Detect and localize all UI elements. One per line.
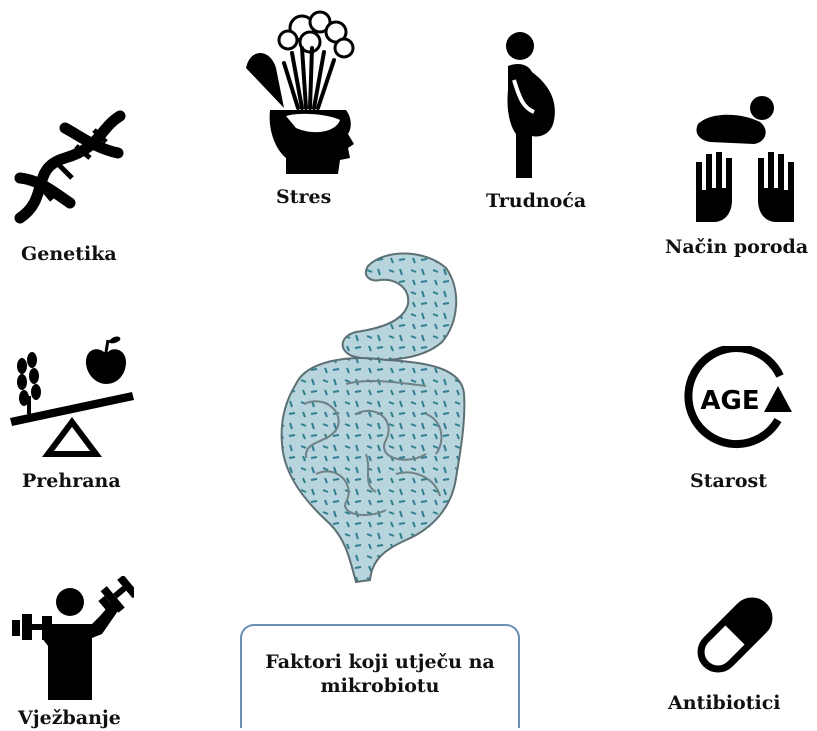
age-icon: AGE: [674, 346, 804, 454]
pregnancy-icon: [498, 30, 568, 180]
nacin-poroda-label: Način poroda: [665, 236, 808, 258]
vjezbanje-label: Vježbanje: [18, 707, 121, 729]
stress-head-icon: [240, 8, 360, 176]
center-caption-line1: Faktori koji utječu na: [242, 650, 518, 674]
age-icon-text: AGE: [700, 386, 759, 416]
prehrana-label: Prehrana: [22, 470, 121, 492]
trudnoca-label: Trudnoća: [486, 190, 586, 212]
antibiotici-label: Antibiotici: [668, 692, 781, 714]
center-caption-box: Faktori koji utječu na mikrobiotu: [240, 624, 520, 728]
stres-label: Stres: [276, 186, 331, 208]
dna-icon: [10, 108, 128, 226]
pill-icon: [690, 590, 780, 680]
genetika-label: Genetika: [21, 243, 117, 265]
starost-label: Starost: [690, 470, 767, 492]
gut-microbiota-illustration: [276, 244, 476, 596]
center-caption-line2: mikrobiotu: [242, 674, 518, 698]
exercise-icon: [8, 576, 134, 700]
diet-balance-icon: [8, 326, 138, 458]
baby-hands-icon: [690, 90, 800, 226]
